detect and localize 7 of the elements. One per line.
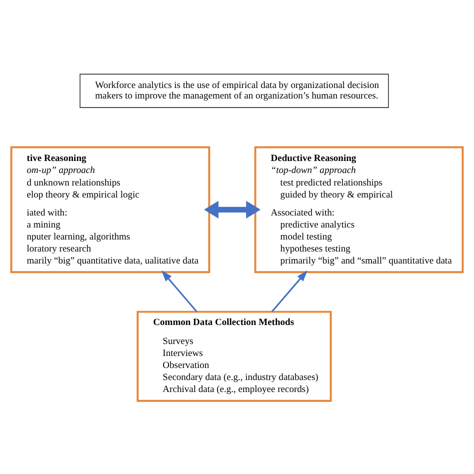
arrow (161, 270, 198, 312)
node-box: Common Data Collection Methods Surveys Interviews Observation Secondary data (e.g., industry databases) Archival data (e.g., employee records) (136, 310, 332, 402)
node-box: Deductive Reasoning “top-down” approach test predicted relationships guided by theory & empirical Associated with: predictive analytics model testing hypotheses testing primarily “big” and “small” quantitative data (254, 146, 464, 273)
arrow (271, 270, 308, 312)
node-box: tive Reasoning om-up” approach d unknown relationships elop theory & empirical logic iated with: a mining nputer learning, algorithms loratory research marily “big” quantitative data, ualitative data (10, 146, 210, 273)
node-box: Workforce analytics is the use of empirical data by organizational decision makers to improve the management of an organization’s human resources. (80, 73, 389, 108)
arrow (204, 200, 261, 218)
